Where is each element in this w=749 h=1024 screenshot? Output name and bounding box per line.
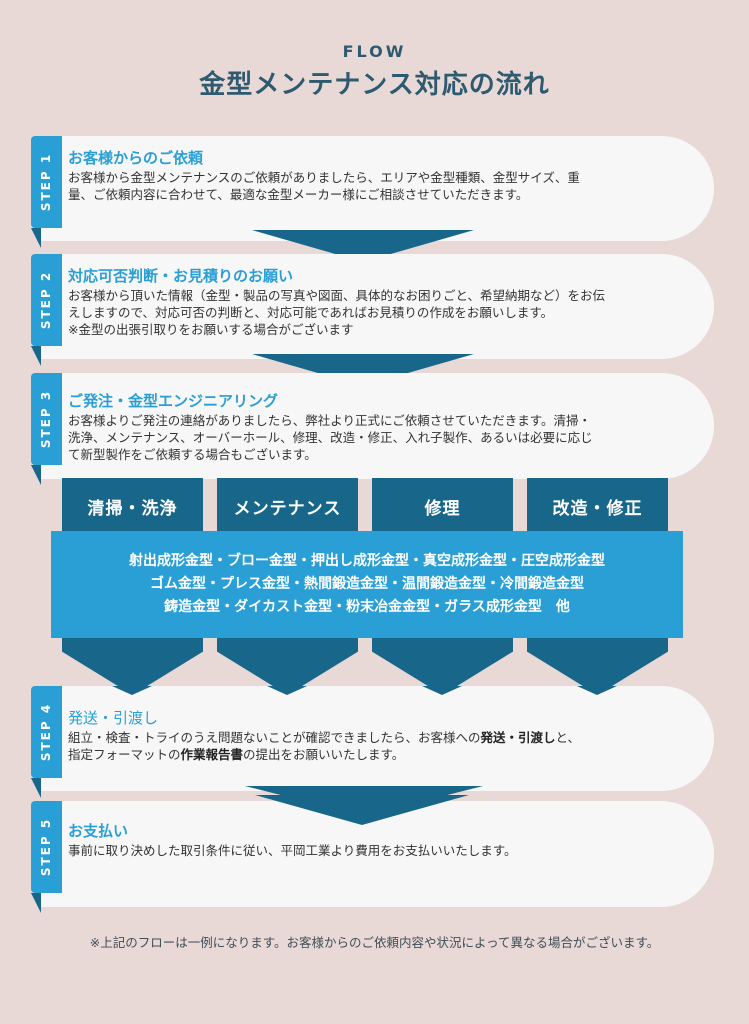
step-1-card: STEP 1 お客様からのご依頼 お客様から金型メンテナンスのご依頼がありました…	[31, 136, 714, 248]
step-1-tab-label: STEP 1	[39, 152, 54, 212]
step-3-text: お客様よりご発注の連絡がありましたら、弊社より正式にご依頼させていただきます。清…	[68, 412, 674, 463]
tab-fold-decoration	[31, 465, 41, 485]
tab-fold-decoration	[31, 346, 41, 366]
step-4-line-2-end: の提出をお願いいたします。	[243, 747, 405, 762]
mold-types-line-2: ゴム金型・プレス金型・熱間鍛造金型・温間鍛造金型・冷間鍛造金型	[150, 576, 584, 592]
step-5-text: 事前に取り決めした取引条件に従い、平岡工業より費用をお支払いいたします。	[68, 842, 674, 859]
step-4-text: 組立・検査・トライのうえ問題ないことが確認できましたら、お客様への発送・引渡しと…	[68, 729, 674, 763]
step-3-line-2: 洗浄、メンテナンス、オーバーホール、修理、改造・修正、入れ子製作、あるいは必要に…	[68, 430, 593, 445]
step-3-line-3: て新型製作をご依頼する場合もございます。	[68, 447, 317, 462]
service-label-repair: 修理	[424, 498, 461, 519]
service-label-modification: 改造・修正	[552, 498, 643, 519]
step-5-heading: お支払い	[68, 822, 129, 840]
step-3-line-1: お客様よりご発注の連絡がありましたら、弊社より正式にご依頼させていただきます。清…	[68, 413, 592, 428]
tab-fold-decoration	[31, 778, 41, 798]
step-1-tab: STEP 1	[31, 136, 62, 228]
step-4-heading: 発送・引渡し	[68, 709, 159, 727]
step-3-tab-label: STEP 3	[39, 389, 54, 449]
step-4-tab-label: STEP 4	[39, 702, 54, 762]
tab-fold-decoration	[31, 893, 41, 913]
page-title: 金型メンテナンス対応の流れ	[199, 70, 550, 100]
mold-types-line-3: 鋳造金型・ダイカスト金型・粉末冶金金型・ガラス成形金型 他	[164, 599, 570, 615]
step-1-line-2: 量、ご依頼内容に合わせて、最適な金型メーカー様にご相談させていただきます。	[68, 187, 529, 202]
step-4-line-1: 組立・検査・トライのうえ問題ないことが確認できましたら、お客様への発送・引渡しと…	[68, 729, 674, 746]
step-1-line-1: お客様から金型メンテナンスのご依頼がありましたら、エリアや金型種類、金型サイズ、…	[68, 170, 580, 185]
step-2-line-2: えしますので、対応可否の判断と、対応可能であればお見積りの作成をお願いします。	[68, 305, 554, 320]
step-5-tab: STEP 5	[31, 801, 62, 893]
mold-types-box: 射出成形金型・ブロー金型・押出し成形金型・真空成形金型・圧空成形金型 ゴム金型・…	[51, 531, 683, 638]
step-1-text: お客様から金型メンテナンスのご依頼がありましたら、エリアや金型種類、金型サイズ、…	[68, 169, 674, 203]
step-2-tab-label: STEP 2	[39, 270, 54, 330]
step-2-card: STEP 2 対応可否判断・お見積りのお願い お客様から頂いた情報（金型・製品の…	[31, 254, 714, 366]
down-arrow-icon	[255, 795, 469, 825]
mold-types-line-1: 射出成形金型・ブロー金型・押出し成形金型・真空成形金型・圧空成形金型	[129, 553, 605, 569]
service-label-cleaning: 清掃・洗浄	[87, 498, 178, 519]
step-2-line-3: ※金型の出張引取りをお願いする場合がございます	[68, 322, 354, 337]
step-4-tab: STEP 4	[31, 686, 62, 778]
step-4-card: STEP 4 発送・引渡し 組立・検査・トライのうえ問題ないことが確認できました…	[31, 686, 714, 798]
step-2-line-1: お客様から頂いた情報（金型・製品の写真や図面、具体的なお困りごと、希望納期など）…	[68, 288, 606, 303]
step-5-tab-label: STEP 5	[39, 817, 54, 877]
step-4-line-1-end: と、	[555, 730, 581, 745]
step-5-line-1: 事前に取り決めした取引条件に従い、平岡工業より費用をお支払いいたします。	[68, 843, 517, 858]
step-4-line-2: 指定フォーマットの作業報告書の提出をお願いいたします。	[68, 746, 674, 763]
step-3-heading: ご発注・金型エンジニアリング	[68, 392, 279, 410]
step-3-card: STEP 3 ご発注・金型エンジニアリング お客様よりご発注の連絡がありましたら…	[31, 373, 714, 485]
step-2-heading: 対応可否判断・お見積りのお願い	[68, 267, 294, 285]
step-4-line-2-text: 指定フォーマットの	[68, 747, 181, 762]
step-2-text: お客様から頂いた情報（金型・製品の写真や図面、具体的なお困りごと、希望納期など）…	[68, 287, 674, 338]
service-label-maintenance: メンテナンス	[233, 498, 342, 519]
step-4-line-1-bold: 発送・引渡し	[480, 730, 556, 745]
tab-fold-decoration	[31, 228, 41, 248]
footnote: ※上記のフローは一例になります。お客様からのご依頼内容や状況によって異なる場合が…	[89, 935, 660, 950]
step-4-line-1-text: 組立・検査・トライのうえ問題ないことが確認できましたら、お客様への	[68, 730, 481, 745]
step-2-tab: STEP 2	[31, 254, 62, 346]
step-4-line-2-bold: 作業報告書	[180, 747, 244, 762]
step-1-heading: お客様からのご依頼	[68, 149, 204, 167]
step-3-tab: STEP 3	[31, 373, 62, 465]
flow-eyebrow: FLOW	[342, 42, 407, 61]
